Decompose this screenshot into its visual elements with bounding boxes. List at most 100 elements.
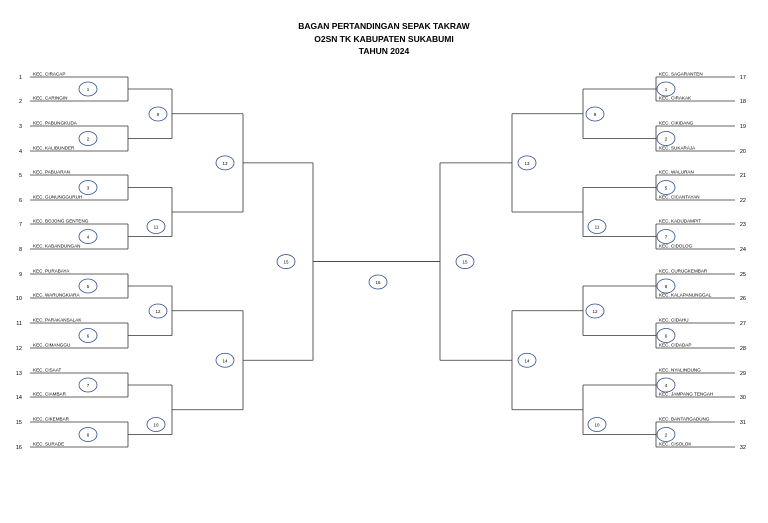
title-line-2: O2SN TK KABUPATEN SUKABUMI (314, 33, 454, 44)
left-r1-match-circle (78, 278, 98, 294)
left-seed-number: 14 (16, 395, 22, 401)
left-team-name: KEC. CISAAT (33, 368, 61, 373)
left-team-name: KEC. SURADE (33, 442, 64, 447)
left-seed-number: 3 (19, 124, 22, 130)
left-r1-match-label: 5 (87, 284, 90, 289)
left-r1-match-circle (78, 377, 98, 393)
right-r1-match-label: 4 (665, 383, 668, 388)
left-r2-match-circle (148, 106, 168, 122)
right-seed-number: 24 (740, 247, 746, 253)
right-r2-match-circle (587, 417, 607, 432)
left-team-name: KEC. CIAMBAR (33, 392, 67, 397)
left-r2-match-label: 11 (154, 225, 159, 230)
right-team-name: KEC. NYALINDUNG (659, 368, 701, 373)
left-r1-match-label: 3 (87, 186, 90, 191)
title-line-1: BAGAN PERTANDINGAN SEPAK TAKRAW (298, 21, 470, 31)
right-r1-match-label: 7 (665, 235, 668, 240)
right-r3-match-circle (517, 352, 537, 368)
left-seed-number: 11 (16, 321, 22, 327)
left-semifinal-match-label: 15 (283, 260, 289, 265)
left-r1-match-label: 1 (87, 87, 90, 92)
left-r1-match-circle (78, 229, 98, 244)
left-team-name: KEC. KALIBUNDER (33, 146, 75, 151)
right-seed-number: 20 (740, 149, 746, 155)
right-r2-match-label: 9 (594, 112, 597, 117)
right-team-name: KEC. CURUGKEMBAR (659, 269, 708, 274)
right-r1-match-label: 8 (665, 284, 668, 289)
left-seed-number: 4 (19, 149, 22, 155)
right-r2-match-circle (585, 106, 605, 122)
left-team-name: KEC. BOJONG GENTENG (33, 219, 89, 224)
left-r2-match-label: 10 (153, 423, 159, 428)
right-team-name: KEC. CIRAKAK (659, 96, 692, 101)
right-r2-match-label: 12 (592, 309, 598, 314)
left-seed-number: 8 (19, 247, 22, 253)
right-r1-match-circle (656, 427, 676, 442)
right-r1-match-circle (656, 377, 676, 393)
right-team-name: KEC. CIDOLOG (659, 244, 693, 249)
left-seed-number: 6 (19, 198, 22, 204)
left-seed-number: 7 (19, 222, 22, 228)
right-team-name: KEC. KALAPANUNGGAL (659, 293, 712, 298)
right-r3-match-circle (517, 155, 537, 171)
right-r1-match-label: 2 (665, 433, 668, 438)
left-r1-match-circle (78, 180, 98, 195)
right-team-name: KEC. BANTARGADUNG (659, 417, 710, 422)
right-seed-number: 21 (740, 173, 746, 179)
right-team-name: KEC. JAMPANG TENGAH (659, 392, 713, 397)
right-team-name: KEC. KADUDAMPIT (659, 219, 701, 224)
right-seed-number: 26 (740, 296, 746, 302)
left-team-name: KEC. PURABAYA (33, 269, 70, 274)
left-team-name: KEC. PABUNGKUDA (33, 121, 78, 126)
right-seed-number: 31 (740, 420, 746, 426)
left-seed-number: 2 (19, 99, 22, 105)
left-seed-number: 15 (16, 420, 22, 426)
left-seed-number: 9 (19, 272, 22, 278)
right-team-name: KEC. CICANTAYAN (659, 195, 700, 200)
left-seed-number: 12 (16, 346, 22, 352)
right-seed-number: 23 (740, 222, 746, 228)
left-r3-match-circle (215, 352, 235, 368)
left-r3-match-label: 13 (222, 161, 228, 166)
left-r1-match-label: 7 (87, 383, 90, 388)
right-r1-match-label: 2 (665, 137, 668, 142)
left-team-name: KEC. CARINGIN (33, 96, 67, 101)
final-match-circle (368, 274, 388, 290)
left-team-name: KEC. CIMANGGU (33, 343, 70, 348)
left-r1-match-circle (78, 131, 98, 146)
right-team-name: KEC. SUKARAJA (659, 146, 696, 151)
right-r1-match-circle (656, 81, 676, 97)
right-seed-number: 25 (740, 272, 746, 278)
title-line-3: TAHUN 2024 (358, 46, 410, 56)
right-team-name: KEC. CIDAHU (659, 318, 689, 323)
right-team-name: KEC. CISOLOK (659, 442, 692, 447)
left-team-name: KEC. PARAKANSALAK (33, 318, 82, 323)
left-team-name: KEC. CIKEMBAR (33, 417, 70, 422)
left-team-name: KEC. PABUARAN (33, 170, 70, 175)
right-team-name: KEC. SAGARANTEN (659, 72, 703, 77)
left-r1-match-label: 2 (87, 137, 90, 142)
right-r2-match-label: 11 (595, 225, 600, 230)
right-r2-match-circle (585, 303, 605, 319)
left-r3-match-circle (215, 155, 235, 171)
left-seed-number: 1 (19, 75, 22, 81)
left-team-name: KEC. WARUNGKIARA (33, 293, 80, 298)
right-seed-number: 30 (740, 395, 746, 401)
left-r1-match-circle (78, 81, 98, 97)
left-team-name: KEC. GUNUNGGURUH (33, 195, 82, 200)
left-r2-match-circle (148, 303, 168, 319)
final-match-label: 16 (375, 280, 381, 285)
right-seed-number: 19 (740, 124, 746, 130)
right-team-name: KEC. CIKIDANG (659, 121, 694, 126)
right-r2-match-label: 10 (594, 423, 600, 428)
right-seed-number: 32 (740, 445, 746, 451)
left-r1-match-label: 4 (87, 235, 90, 240)
left-team-name: KEC. CIRACAP (33, 72, 65, 77)
left-r1-match-circle (78, 328, 98, 343)
left-r2-match-circle (146, 219, 166, 234)
left-seed-number: 10 (16, 296, 22, 302)
right-r1-match-circle (656, 328, 676, 343)
right-r1-match-circle (656, 278, 676, 294)
right-r1-match-circle (656, 180, 676, 195)
